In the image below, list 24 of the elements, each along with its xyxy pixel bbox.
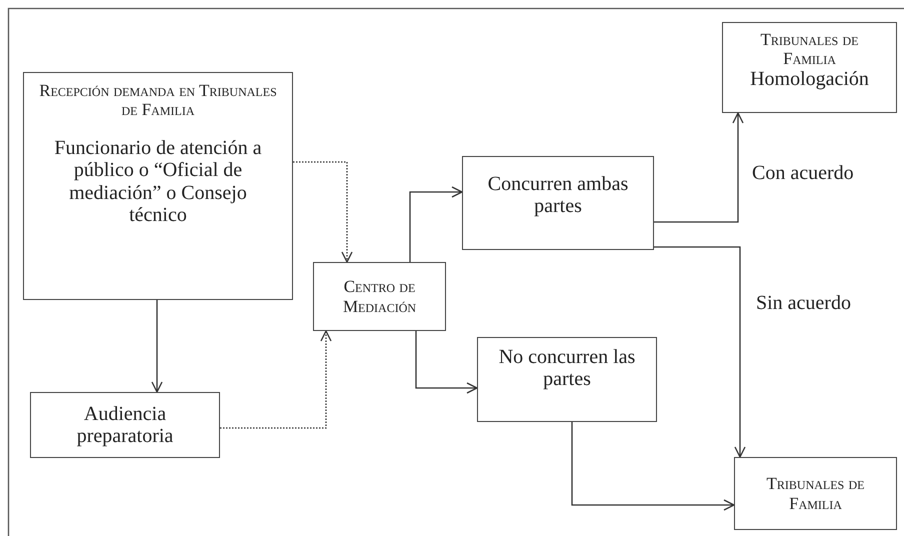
arrow bbox=[293, 161, 353, 263]
arrow bbox=[415, 331, 478, 394]
box-text: Audiencia preparatoria bbox=[76, 402, 174, 448]
process-box bbox=[734, 457, 897, 530]
arrow bbox=[220, 330, 332, 429]
arrow bbox=[654, 246, 746, 458]
arrow bbox=[654, 112, 744, 223]
process-box bbox=[23, 72, 293, 300]
box-text: No concurren las partes bbox=[498, 346, 636, 391]
box-text: Funcionario de atención a público o “Oficial de mediación” o Consejo técnico bbox=[53, 137, 263, 227]
box-text: Concurren ambas partes bbox=[486, 173, 630, 218]
box-heading: Centro de Mediación bbox=[342, 277, 418, 316]
box-heading: Tribunales de Familia bbox=[766, 474, 866, 513]
box-text: Homologación bbox=[750, 68, 869, 90]
process-box bbox=[462, 156, 654, 250]
process-box bbox=[477, 337, 657, 422]
arrow bbox=[571, 422, 735, 511]
box-heading: Tribunales de Familia bbox=[760, 30, 860, 68]
process-box bbox=[313, 262, 446, 331]
arrow bbox=[151, 300, 163, 393]
arrow bbox=[409, 186, 463, 262]
process-box bbox=[30, 392, 220, 458]
process-box bbox=[722, 22, 897, 113]
box-heading: Recepción demanda en Tribunales de Familia bbox=[38, 81, 278, 120]
